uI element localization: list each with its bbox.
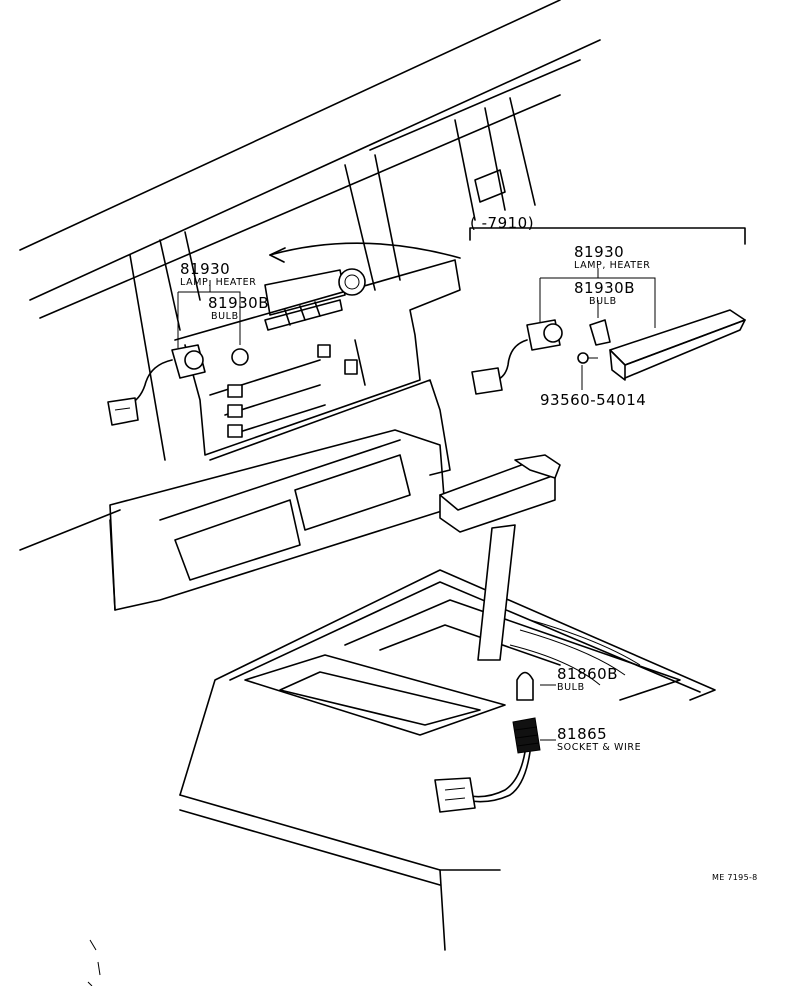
left-lamp-assembly [107,280,249,426]
left-bulb-name: BULB [211,311,239,322]
reference-arrow [269,242,461,263]
shift-console [179,569,716,951]
socket-part-number: 81865 [557,725,608,743]
left-bulb-part-number: 81930B [208,294,270,312]
figure-code: ME 7195-8 [712,873,758,882]
heater-control-panel [174,259,461,476]
socket-name: SOCKET & WIRE [557,742,642,753]
screw-part-number: 93560-54014 [540,391,647,409]
left-lamp-name: LAMP, HEATER [180,277,257,288]
shift-lever [439,454,561,661]
right-lamp-part-number: 81930 [574,243,625,261]
shift-bulb-socket [434,671,556,813]
group-range-label: ( -7910) [470,214,535,232]
right-lamp-name: LAMP, HEATER [574,260,651,271]
shift-bulb-name: BULB [557,682,585,693]
right-bulb-name: BULB [589,296,617,307]
dashboard-outline [19,0,601,551]
left-lamp-part-number: 81930 [180,260,231,278]
scan-marks [87,939,101,986]
shift-bulb-part-number: 81860B [557,665,619,683]
console-lower [109,429,446,611]
right-lamp-assembly [469,227,746,395]
right-bulb-part-number: 81930B [574,279,636,297]
